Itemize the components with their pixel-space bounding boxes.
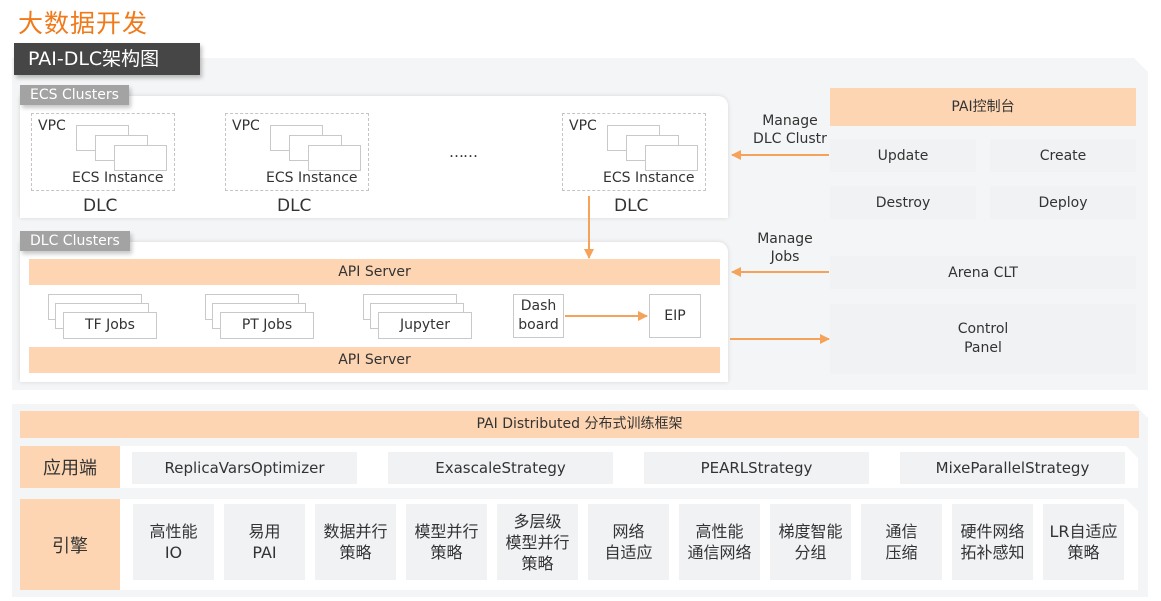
- framework-title: PAI Distributed 分布式训练框架: [20, 411, 1139, 438]
- app-strategy-item: MixeParallelStrategy: [900, 452, 1125, 484]
- section-title: PAI-DLC架构图: [14, 43, 200, 75]
- engine-feature-item: 通信 压缩: [861, 504, 942, 580]
- engine-feature-item: 硬件网络 拓补感知: [952, 504, 1033, 580]
- ecs-instance-label: ECS Instance: [72, 170, 164, 186]
- engine-feature-item: 模型并行 策略: [406, 504, 487, 580]
- manage-dlc-label: Manage DLC Clustr: [753, 113, 827, 147]
- vpc-label: VPC: [232, 118, 260, 134]
- console-action-destroy[interactable]: Destroy: [830, 186, 976, 219]
- ecs-instance-rect: [308, 145, 361, 171]
- dlc-label: DLC: [83, 196, 118, 216]
- dashboard-box: Dash board: [513, 294, 564, 338]
- page-title: 大数据开发: [18, 9, 149, 38]
- engine-feature-item: 梯度智能 分组: [770, 504, 851, 580]
- eip-label: EIP: [664, 307, 686, 324]
- dlc-label: DLC: [614, 196, 649, 216]
- vpc-label: VPC: [38, 118, 66, 134]
- ecs-instance-rect: [645, 145, 698, 171]
- engine-feature-item: LR自适应 策略: [1043, 504, 1124, 580]
- arena-clt-label: Arena CLT: [948, 264, 1018, 281]
- job-box[interactable]: Jupyter: [378, 312, 472, 339]
- vpc-box: [31, 113, 175, 191]
- dlc-label: DLC: [277, 196, 312, 216]
- console-action-create[interactable]: Create: [990, 139, 1136, 172]
- engine-row-label: 引擎: [20, 499, 120, 590]
- dashboard-label: Dash board: [518, 298, 559, 333]
- ecs-instance-label: ECS Instance: [603, 170, 695, 186]
- api-server-bottom: API Server: [29, 347, 720, 373]
- vpc-label: VPC: [569, 118, 597, 134]
- ecs-clusters-tag: ECS Clusters: [20, 85, 129, 105]
- api-server-top: API Server: [29, 259, 720, 285]
- engine-feature-item: 多层级 模型并行 策略: [497, 504, 578, 580]
- app-strategy-item: ReplicaVarsOptimizer: [132, 452, 357, 484]
- vpc-box: [562, 113, 706, 191]
- eip-box: EIP: [649, 294, 701, 338]
- app-strategy-item: PEARLStrategy: [644, 452, 869, 484]
- ecs-instance-label: ECS Instance: [266, 170, 358, 186]
- control-panel-label: Control Panel: [957, 321, 1009, 356]
- vpc-box: [225, 113, 369, 191]
- engine-feature-item: 网络 自适应: [588, 504, 669, 580]
- engine-feature-item: 高性能 通信网络: [679, 504, 760, 580]
- arena-clt[interactable]: Arena CLT: [830, 256, 1136, 289]
- ellipsis: ……: [449, 143, 478, 161]
- dlc-clusters-tag: DLC Clusters: [20, 231, 130, 251]
- console-action-update[interactable]: Update: [830, 139, 976, 172]
- engine-feature-item: 数据并行 策略: [315, 504, 396, 580]
- engine-feature-item: 易用 PAI: [224, 504, 305, 580]
- job-box[interactable]: PT Jobs: [220, 312, 314, 339]
- control-panel[interactable]: Control Panel: [830, 304, 1136, 374]
- console-action-deploy[interactable]: Deploy: [990, 186, 1136, 219]
- manage-jobs-label: Manage Jobs: [757, 231, 813, 265]
- engine-feature-item: 高性能 IO: [133, 504, 214, 580]
- app-row-label: 应用端: [20, 446, 120, 488]
- app-strategy-item: ExascaleStrategy: [388, 452, 613, 484]
- job-box[interactable]: TF Jobs: [63, 312, 157, 339]
- ecs-instance-rect: [114, 145, 167, 171]
- pai-console-header: PAI控制台: [830, 88, 1136, 126]
